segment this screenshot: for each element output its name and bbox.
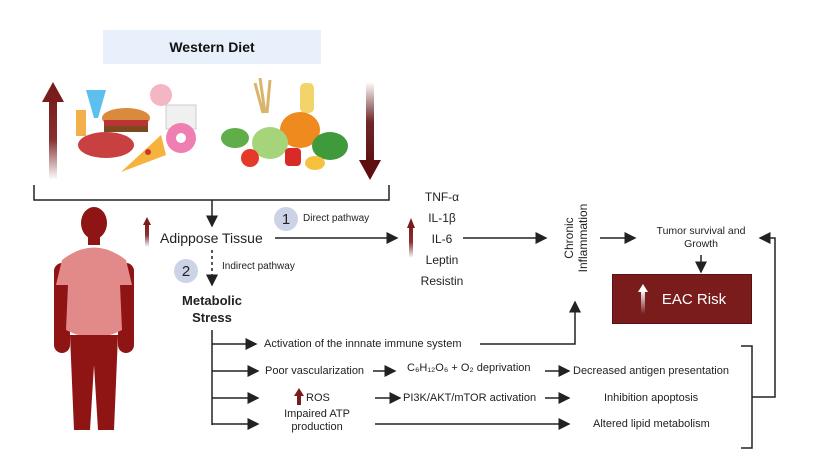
direct-pathway-label: Direct pathway: [303, 213, 370, 224]
metabolic-line-2: Stress: [192, 310, 232, 325]
increase-arrow-icon: [42, 82, 64, 180]
tumor-line-1: Tumor survival and: [656, 225, 746, 237]
indirect-pathway-label: Indirect pathway: [222, 261, 295, 272]
tumor-line-2: Growth: [684, 238, 718, 250]
increase-eac-icon: [637, 284, 648, 314]
outcome-lipid: Altered lipid metabolism: [593, 418, 710, 430]
decrease-arrow-icon: [359, 82, 381, 180]
indirect-pathway-badge: 2: [174, 259, 198, 283]
cytokine-list: TNF-α IL-1β IL-6 Leptin Resistin: [416, 187, 468, 292]
branch-deprivation: C₆H₁₂O₆ + O₂ deprivation: [407, 362, 531, 374]
outcome-antigen: Decreased antigen presentation: [573, 365, 729, 377]
branch-poor-vascularization: Poor vascularization: [265, 365, 365, 377]
cytokine-item: IL-6: [431, 232, 453, 246]
increase-adipose-icon: [143, 217, 151, 247]
processed-food-icon: [76, 84, 197, 172]
atp-line-1: Impaired ATP: [284, 408, 350, 420]
metabolic-line-1: Metabolic: [182, 293, 242, 308]
cytokine-item: Resistin: [420, 274, 464, 288]
person-silhouette-icon: [54, 207, 134, 430]
healthy-food-icon: [221, 78, 348, 170]
branch-pi3k: PI3K/AKT/mTOR activation: [403, 392, 537, 404]
increase-ros-icon: [294, 388, 304, 405]
outcome-apoptosis: Inhibition apoptosis: [604, 392, 699, 404]
chronic-line-2: Inflammation: [576, 203, 590, 273]
direct-pathway-badge: 1: [274, 207, 298, 231]
cytokine-item: IL-1β: [428, 211, 456, 225]
western-diet-title: Western Diet: [103, 30, 321, 64]
cytokine-item: Leptin: [425, 253, 459, 267]
cytokine-item: TNF-α: [424, 190, 460, 204]
adipose-tissue-label: Adippose Tissue: [160, 230, 263, 246]
chronic-inflammation-label: Chronic Inflammation: [562, 193, 592, 283]
atp-line-2: production: [291, 421, 343, 433]
eac-risk-box: EAC Risk: [612, 274, 752, 324]
eac-risk-label: EAC Risk: [661, 290, 727, 308]
branch-innate-immune: Activation of the innnate immune system: [264, 338, 462, 350]
chronic-line-1: Chronic: [562, 217, 576, 259]
branch-atp: Impaired ATP production: [272, 408, 362, 434]
metabolic-stress-label: Metabolic Stress: [168, 292, 256, 326]
tumor-survival-label: Tumor survival and Growth: [640, 225, 762, 251]
branch-ros: ROS: [306, 392, 330, 404]
increase-cytokines-icon: [407, 218, 415, 258]
